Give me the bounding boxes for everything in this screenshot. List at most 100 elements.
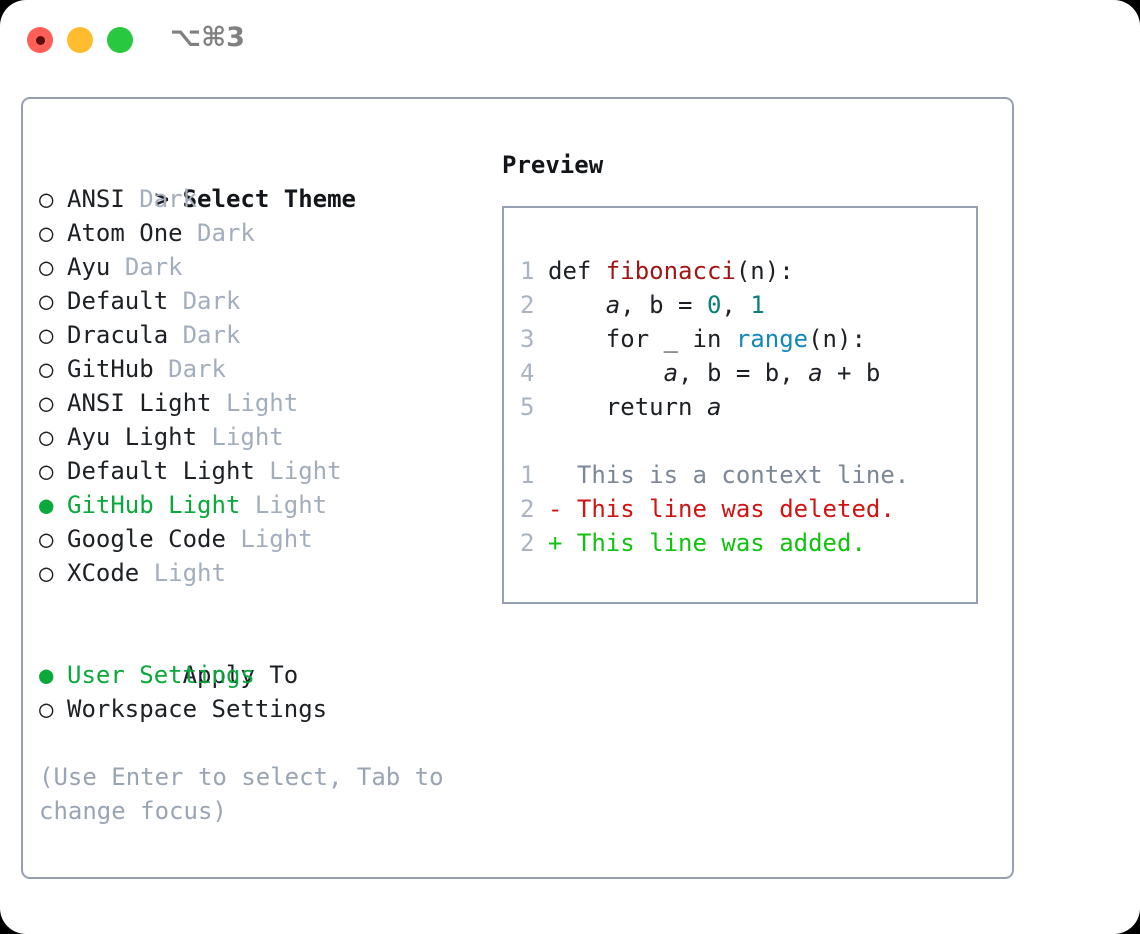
apply-to-item[interactable]: ● User Settings (39, 658, 489, 692)
theme-list-item[interactable]: ○ ANSI Light Light (39, 386, 489, 420)
label-tag-space (197, 423, 211, 451)
minimize-button[interactable] (67, 27, 93, 53)
theme-list-item[interactable]: ○ ANSI Dark (39, 182, 489, 216)
code-token: 1 (750, 291, 765, 319)
theme-list-item[interactable]: ○ Google Code Light (39, 522, 489, 556)
list-gap (39, 590, 489, 624)
code-token (548, 359, 664, 387)
code-token: (n): (735, 257, 794, 285)
diff-line-number: 2 (520, 495, 535, 523)
code-token: + b (822, 359, 881, 387)
diff-sample: 1 This is a context line. 2- This line wa… (520, 458, 976, 560)
label-tag-space (255, 457, 269, 485)
code-token: a (808, 359, 823, 387)
theme-variant-tag: Light (211, 423, 284, 451)
code-token: for _ in (548, 325, 736, 353)
code-token: return (548, 393, 707, 421)
theme-name-label: Ayu Light (67, 423, 198, 451)
theme-name-label: Dracula (67, 321, 169, 349)
diff-marker: + (548, 529, 577, 557)
diff-marker: - (548, 495, 577, 523)
select-theme-heading-label: Select Theme (182, 185, 356, 213)
label-tag-space (125, 185, 139, 213)
apply-to-label: Workspace Settings (67, 695, 328, 723)
theme-variant-tag: Dark (124, 253, 183, 281)
theme-variant-tag: Dark (182, 287, 241, 315)
apply-to-heading: Apply To (39, 624, 489, 689)
code-token: range (735, 325, 809, 353)
code-line: 2 a, b = 0, 1 (520, 288, 976, 322)
code-token: a (605, 291, 621, 319)
label-tag-space (240, 491, 254, 519)
radio-unselected-icon: ○ (39, 559, 68, 587)
theme-list-item[interactable]: ○ Dracula Dark (39, 318, 489, 352)
diff-line-number: 2 (520, 529, 535, 557)
radio-unselected-icon: ○ (39, 525, 68, 553)
radio-unselected-icon: ○ (39, 389, 68, 417)
theme-variant-tag: Dark (168, 355, 226, 383)
theme-list[interactable]: ○ ANSI Dark○ Atom One Dark○ Ayu Dark○ De… (39, 182, 489, 590)
theme-variant-tag: Light (269, 457, 342, 485)
label-tag-space (168, 321, 182, 349)
maximize-button[interactable] (107, 27, 133, 53)
theme-variant-tag: Dark (182, 321, 241, 349)
close-button[interactable] (27, 27, 53, 53)
code-token: a (663, 359, 679, 387)
theme-name-label: GitHub Light (67, 491, 241, 519)
code-line-number: 5 (520, 393, 535, 421)
theme-name-label: XCode (67, 559, 140, 587)
label-tag-space (183, 219, 197, 247)
theme-list-item[interactable]: ○ Default Light Light (39, 454, 489, 488)
diff-marker (548, 461, 577, 489)
theme-name-label: Atom One (67, 219, 183, 247)
theme-list-item[interactable]: ● GitHub Light Light (39, 488, 489, 522)
diff-text: This line was deleted. (576, 495, 895, 523)
theme-list-item[interactable]: ○ Atom One Dark (39, 216, 489, 250)
theme-list-item[interactable]: ○ Ayu Dark (39, 250, 489, 284)
theme-list-item[interactable]: ○ XCode Light (39, 556, 489, 590)
theme-list-item[interactable]: ○ Default Dark (39, 284, 489, 318)
code-line-number: 4 (520, 359, 535, 387)
theme-list-item[interactable]: ○ Ayu Light Light (39, 420, 489, 454)
theme-variant-tag: Light (153, 559, 226, 587)
diff-text: This is a context line. (576, 461, 910, 489)
radio-unselected-icon: ○ (39, 287, 68, 315)
radio-unselected-icon: ○ (39, 321, 68, 349)
code-token: a (706, 393, 722, 421)
theme-selector-column: > Select Theme ○ ANSI Dark○ Atom One Dar… (39, 148, 489, 828)
theme-name-label: ANSI (67, 185, 125, 213)
code-token: fibonacci (605, 257, 736, 285)
code-line-number: 2 (520, 291, 535, 319)
code-line: 4 a, b = b, a + b (520, 356, 976, 390)
code-diff-gap (520, 424, 976, 458)
radio-unselected-icon: ○ (39, 355, 68, 383)
radio-unselected-icon: ○ (39, 457, 68, 485)
theme-variant-tag: Light (225, 389, 299, 417)
label-tag-space (110, 253, 124, 281)
preview-heading: Preview (502, 151, 604, 179)
theme-name-label: Ayu (67, 253, 111, 281)
radio-unselected-icon: ○ (39, 185, 68, 213)
close-icon (35, 35, 45, 45)
theme-list-item[interactable]: ○ GitHub Dark (39, 352, 489, 386)
label-tag-space (139, 559, 153, 587)
label-tag-space (212, 389, 226, 417)
code-line-number: 3 (520, 325, 535, 353)
diff-line: 2+ This line was added. (520, 526, 976, 560)
radio-selected-icon: ● (39, 661, 68, 689)
radio-unselected-icon: ○ (39, 219, 68, 247)
code-token: (n): (808, 325, 866, 353)
help-text: (Use Enter to select, Tab to change focu… (39, 763, 459, 825)
code-token: def (548, 257, 606, 285)
keyboard-shortcut-label: ⌥⌘3 (170, 22, 245, 53)
theme-name-label: Default Light (67, 457, 255, 485)
apply-to-item[interactable]: ○ Workspace Settings (39, 692, 489, 726)
diff-line-number: 1 (520, 461, 535, 489)
apply-to-list[interactable]: ● User Settings○ Workspace Settings (39, 658, 489, 726)
theme-variant-tag: Light (254, 491, 328, 519)
